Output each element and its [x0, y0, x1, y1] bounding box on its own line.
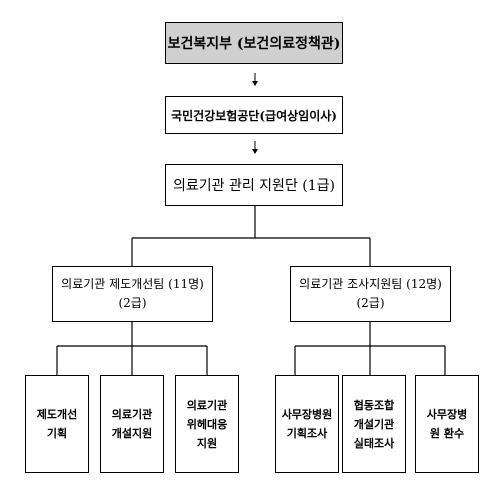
- unit-line: 제도개선: [36, 408, 78, 421]
- unit-line: 사무장병: [426, 408, 468, 421]
- team-box-investigation: 의료기관 조사지원팀 (12명) (2급): [290, 266, 451, 322]
- team-grade: (2급): [356, 296, 385, 310]
- team-grade: (2급): [118, 296, 147, 310]
- unit-line: 위헤대응: [186, 417, 228, 431]
- team-box-system: 의료기관 제도개선팀 (11명) (2급): [52, 266, 213, 322]
- ministry-label: 보건복지부 (보건의료정책관): [167, 36, 341, 52]
- nhis-label: 국민건강보험공단(급여상임이사): [171, 108, 337, 123]
- nhis-box: 국민건강보험공단(급여상임이사): [165, 96, 343, 134]
- unit-line: 실태조사: [353, 436, 395, 450]
- unit-line: 의료기관: [111, 408, 153, 421]
- unit-box: 협동조합 개설기관 실태조사: [342, 375, 406, 473]
- unit-box: 사무장병 원 환수: [415, 375, 479, 473]
- ministry-box: 보건복지부 (보건의료정책관): [165, 22, 343, 64]
- unit-line: 사무장병원: [281, 408, 333, 421]
- support-group-box: 의료기관 관리 지원단 (1급): [165, 164, 343, 206]
- unit-line: 의료기관: [186, 398, 228, 412]
- unit-line: 협동조합: [353, 398, 395, 412]
- unit-line: 개설지원: [111, 427, 153, 440]
- unit-box: 의료기관 위헤대응 지원: [175, 375, 239, 473]
- unit-box: 의료기관 개설지원: [100, 375, 164, 473]
- unit-line: 지원: [196, 436, 218, 450]
- team-name: 의료기관 조사지원팀 (12명): [299, 277, 442, 291]
- support-group-label: 의료기관 관리 지원단 (1급): [173, 178, 335, 194]
- unit-line: 개설기관: [353, 417, 395, 431]
- unit-line: 원 환수: [429, 427, 465, 440]
- unit-box: 제도개선 기획: [25, 375, 89, 473]
- unit-line: 기획: [46, 427, 68, 440]
- unit-line: 기획조사: [286, 427, 328, 440]
- team-name: 의료기관 제도개선팀 (11명): [61, 277, 204, 291]
- unit-box: 사무장병원 기획조사: [275, 375, 339, 473]
